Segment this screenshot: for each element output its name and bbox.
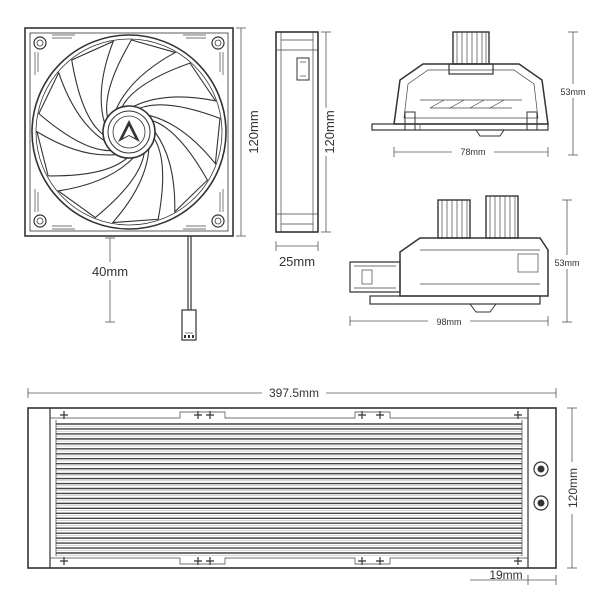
pump-front-height-dimension: 53mm	[557, 31, 591, 156]
cable-length-dimension: 40mm	[84, 237, 136, 323]
radiator-height-label: 120mm	[566, 468, 580, 508]
fan-side-height-label: 120mm	[322, 110, 337, 153]
pump-side-height-dimension: 53mm	[551, 199, 585, 323]
fan-side-view	[275, 31, 319, 233]
radiator-length-dimension: 397.5mm	[27, 385, 557, 401]
fan-side-height-dimension: 120mm	[320, 31, 340, 233]
fan-thickness-label: 25mm	[279, 254, 315, 269]
mount-point-icons	[60, 411, 522, 565]
radiator-length-label: 397.5mm	[269, 386, 319, 400]
fan-thickness-dimension: 25mm	[275, 241, 319, 269]
pump-front-width-dimension: 78mm	[393, 145, 549, 159]
fan-height-dimension: 120mm	[236, 27, 264, 237]
mount-hole-icon	[33, 36, 225, 228]
cable-length-label: 40mm	[92, 264, 128, 279]
pump-front-height-label: 53mm	[560, 87, 585, 97]
pump-side-width-dimension: 98mm	[349, 314, 549, 328]
fan-blades	[36, 39, 221, 224]
fan-cable	[181, 236, 197, 341]
radiator-port-icon	[533, 461, 549, 511]
fan-height-label: 120mm	[246, 110, 261, 153]
arctic-logo-icon	[118, 120, 140, 142]
fan-front-view	[24, 27, 234, 237]
pump-side-height-label: 53mm	[554, 258, 579, 268]
radiator-height-dimension: 120mm	[563, 407, 583, 569]
radiator-thickness-dimension: 19mm	[470, 568, 557, 585]
radiator-fins	[55, 420, 523, 556]
pump-front-view	[371, 31, 549, 137]
pump-side-width-label: 98mm	[436, 317, 461, 327]
pump-side-view	[349, 195, 549, 313]
radiator-thickness-label: 19mm	[489, 568, 522, 582]
radiator-view	[27, 407, 557, 569]
pump-front-width-label: 78mm	[460, 147, 485, 157]
